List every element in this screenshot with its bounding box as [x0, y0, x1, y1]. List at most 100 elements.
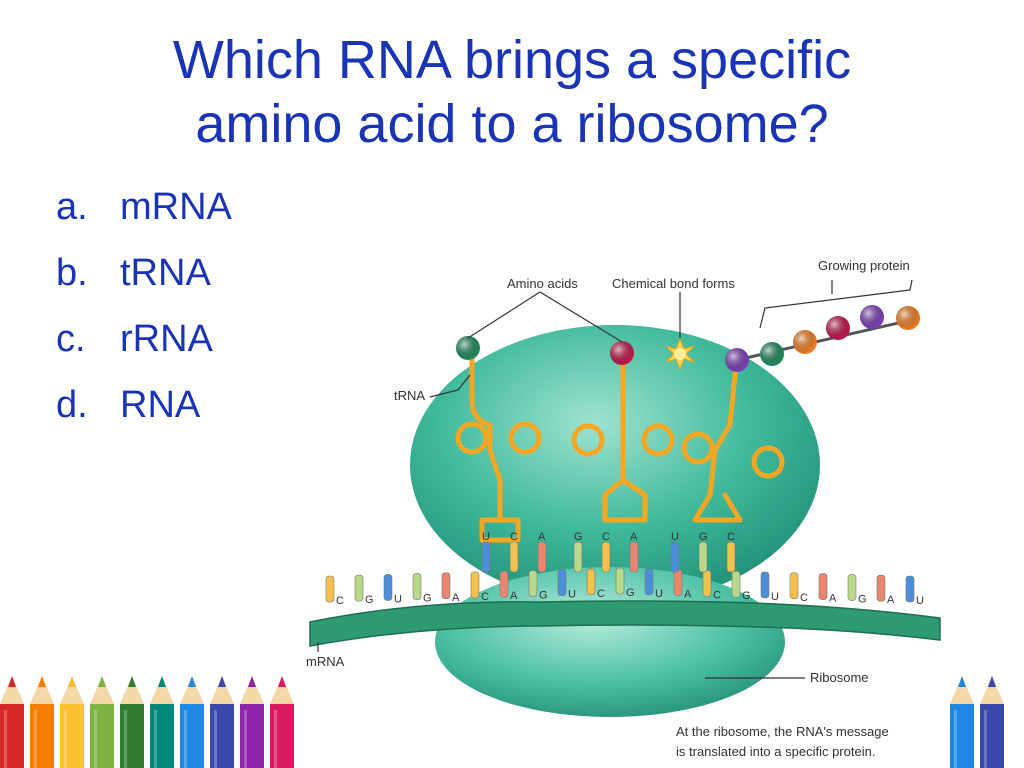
mrna-base-letter: A	[510, 590, 518, 602]
trna-anticodon-base: A	[537, 531, 547, 573]
pencil	[950, 676, 974, 768]
option-text: RNA	[120, 384, 201, 426]
mrna-base: G	[528, 570, 548, 601]
mrna-base-letter: A	[452, 592, 460, 604]
trna-2-loop	[641, 423, 675, 457]
mrna-base-letter: U	[568, 589, 576, 601]
trna-anticodon-base: G	[573, 531, 583, 573]
chemical-bond-spark	[665, 337, 695, 371]
option-text: rRNA	[120, 318, 213, 360]
option-letter: a.	[56, 186, 88, 228]
pencil	[120, 676, 144, 768]
trna-anticodon-base: G	[698, 531, 708, 573]
label-amino-acids: Amino acids	[507, 276, 578, 291]
trna-3	[692, 362, 743, 523]
pencil	[60, 676, 84, 768]
label-trna: tRNA	[394, 388, 425, 403]
ribosome-large-subunit	[410, 325, 820, 605]
trna-1-loop	[508, 421, 542, 455]
option-d[interactable]: d. RNA	[56, 384, 232, 450]
option-text: mRNA	[120, 186, 232, 228]
mrna-base: C	[789, 572, 808, 604]
trna-leader	[429, 374, 471, 398]
pencil	[210, 676, 234, 768]
mrna-base-letter: C	[800, 592, 808, 604]
mrna-base: U	[644, 568, 663, 600]
label-chemical-bond: Chemical bond forms	[612, 276, 735, 291]
caption-line-2: is translated into a specific protein.	[676, 744, 875, 759]
mrna-base: G	[847, 574, 867, 605]
mrna-base-letter: C	[336, 595, 344, 607]
growing-protein-bracket	[759, 279, 913, 329]
anticodon-letter: A	[538, 531, 546, 543]
mrna-base: G	[354, 574, 374, 606]
mrna-base-letter: G	[858, 593, 867, 605]
trna-anticodon-base: U	[481, 531, 491, 573]
mrna-base: C	[586, 568, 605, 600]
trna-anticodon-base: C	[601, 531, 611, 573]
label-mrna: mRNA	[306, 654, 345, 669]
title-line-1: Which RNA brings a specific	[172, 30, 852, 90]
pencil	[90, 676, 114, 768]
trna-anticodon-base: C	[726, 531, 736, 573]
mrna-base-letter: U	[655, 588, 663, 600]
answer-options: a. mRNA b. tRNA c. rRNA d. RNA	[56, 186, 232, 450]
pencil	[180, 676, 204, 768]
mrna-base-letter: G	[742, 590, 751, 602]
trna-2-loop	[571, 423, 605, 457]
mrna-base-letter: U	[916, 595, 924, 607]
amino-acids-leader	[467, 291, 623, 343]
mrna-base-letter: A	[829, 593, 837, 605]
trna-2	[602, 355, 648, 523]
anticodon-letter: A	[630, 531, 638, 543]
mrna-base: A	[876, 574, 895, 606]
mrna-base-letter: G	[539, 589, 548, 601]
option-letter: c.	[56, 318, 86, 360]
trna-3-loop	[751, 445, 785, 479]
option-c[interactable]: c. rRNA	[56, 318, 232, 384]
trna-anticodon-base: U	[670, 531, 680, 573]
option-a[interactable]: a. mRNA	[56, 186, 232, 252]
mrna-base: G	[615, 567, 635, 599]
mrna-base: U	[760, 571, 779, 603]
pencil	[240, 676, 264, 768]
option-text: tRNA	[120, 252, 211, 294]
anticodon-letter: G	[574, 531, 583, 543]
mrna-base: U	[905, 575, 924, 607]
mrna-base: U	[557, 569, 576, 601]
mrna-base: C	[470, 571, 489, 603]
mrna-base: A	[818, 573, 837, 605]
anticodon-letter: C	[727, 531, 735, 543]
pencils-decoration	[0, 676, 1004, 768]
mrna-base-letter: C	[481, 591, 489, 603]
option-letter: b.	[56, 252, 88, 294]
pencil	[270, 676, 294, 768]
mrna-base-letter: U	[771, 591, 779, 603]
mrna-base: G	[412, 573, 432, 605]
pencil	[30, 676, 54, 768]
mrna-base: A	[499, 570, 518, 602]
mrna-base: U	[383, 574, 402, 605]
mrna-base-letter: C	[597, 588, 605, 600]
mrna-base-letter: G	[365, 594, 374, 606]
mrna-base-letter: A	[887, 594, 895, 606]
trna-3-loop	[681, 431, 715, 465]
pencil	[150, 676, 174, 768]
mrna-strand	[309, 600, 941, 647]
mrna-base-letter: U	[394, 593, 402, 605]
caption-line-1: At the ribosome, the RNA's message	[676, 724, 889, 739]
anticodon-letter: C	[510, 531, 518, 543]
trna-anticodon-base: A	[629, 531, 639, 573]
option-b[interactable]: b. tRNA	[56, 252, 232, 318]
option-letter: d.	[56, 384, 88, 426]
trna-1-loop	[455, 421, 489, 455]
mrna-base-letter: G	[626, 587, 635, 599]
title-line-2: amino acid to a ribosome?	[195, 94, 829, 154]
trna-anticodon-base: C	[509, 531, 519, 573]
mrna-base-letter: A	[684, 589, 692, 601]
anticodon-letter: C	[602, 531, 610, 543]
anticodon-letter: U	[671, 531, 679, 543]
